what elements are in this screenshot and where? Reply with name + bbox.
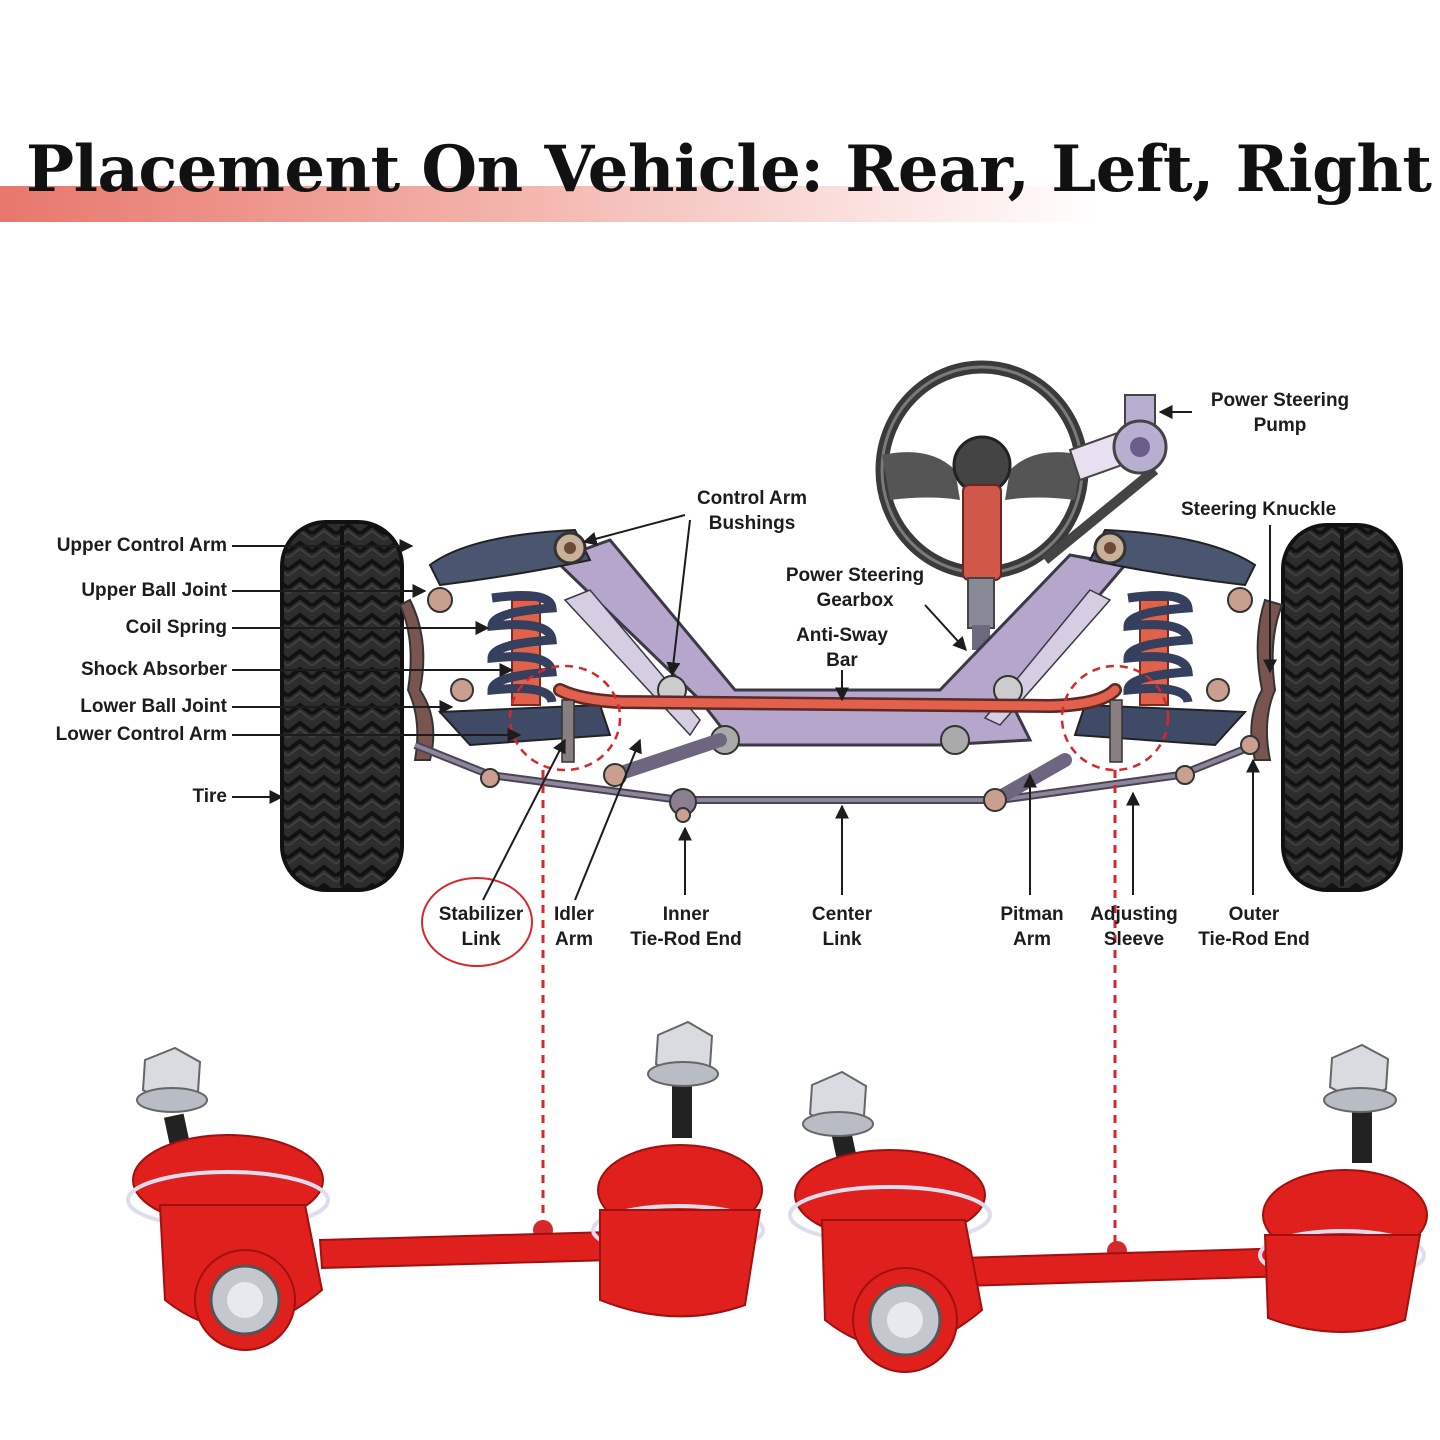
- leader-lines: [232, 405, 1277, 901]
- power-steering-pump: [1041, 394, 1168, 564]
- label-idler-arm: Idler Arm: [553, 904, 595, 950]
- label-steering-knuckle: Steering Knuckle: [1181, 499, 1337, 520]
- tire-right: [1281, 523, 1403, 892]
- stabilizer-link-label-highlight: [421, 877, 533, 967]
- label-control-arm-bushings: Control Arm Bushings: [696, 488, 808, 534]
- label-upper-ball-joint: Upper Ball Joint: [81, 580, 227, 601]
- label-inner-tie-rod-end: Inner Tie-Rod End: [630, 904, 742, 950]
- label-coil-spring: Coil Spring: [125, 617, 227, 638]
- steering-linkage: [413, 733, 1260, 823]
- label-shock-absorber: Shock Absorber: [80, 659, 227, 680]
- stabilizer-link-product-right: [788, 1043, 1428, 1373]
- right-link-highlight: [1060, 664, 1170, 772]
- label-power-steering-pump: Power Steering Pump: [1210, 390, 1350, 436]
- title-accent-bar: [0, 186, 1100, 222]
- anti-sway-bar: [553, 683, 1123, 763]
- label-anti-sway-bar: Anti-Sway Bar: [796, 625, 888, 671]
- label-power-steering-gearbox: Power Steering Gearbox: [785, 565, 925, 611]
- label-outer-tie-rod-end: Outer Tie-Rod End: [1198, 904, 1310, 950]
- coil-spring-icon: [487, 591, 557, 706]
- label-stabilizer-link: Stabilizer Link: [438, 904, 524, 950]
- left-link-highlight: [508, 664, 622, 772]
- label-tire: Tire: [192, 786, 227, 807]
- stabilizer-link-product-icon: [126, 1020, 765, 1351]
- label-adjusting-sleeve: Adjusting Sleeve: [1090, 904, 1178, 950]
- label-upper-control-arm: Upper Control Arm: [56, 535, 227, 556]
- page-title: Placement On Vehicle: Rear, Left, Right: [26, 132, 1432, 207]
- label-lower-ball-joint: Lower Ball Joint: [80, 696, 227, 717]
- label-pitman-arm: Pitman Arm: [1000, 904, 1064, 950]
- label-center-link: Center Link: [811, 904, 873, 950]
- label-lower-control-arm: Lower Control Arm: [55, 724, 227, 745]
- steering-wheel-icon: [875, 360, 1089, 650]
